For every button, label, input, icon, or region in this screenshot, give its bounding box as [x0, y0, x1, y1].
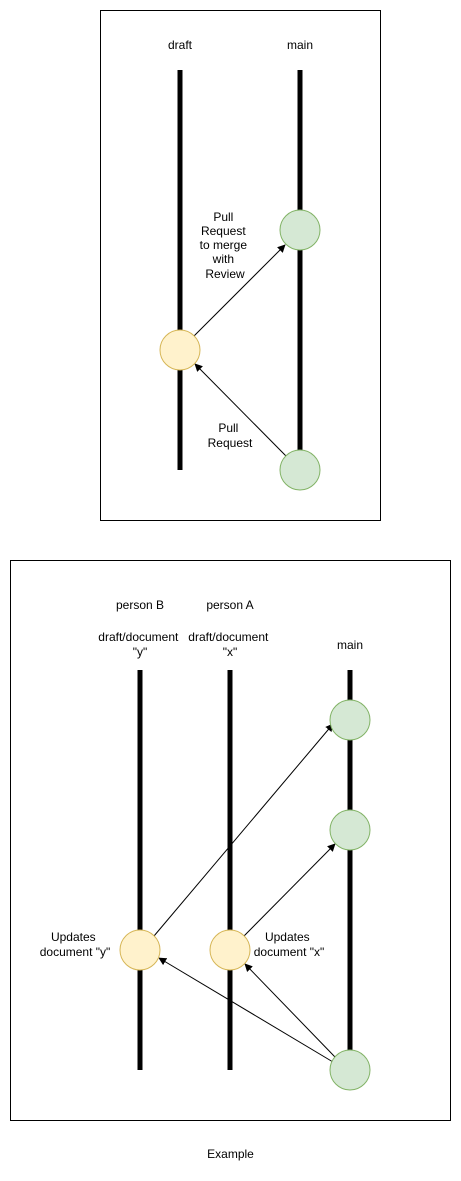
commit-document-x: [209, 929, 251, 971]
branch-label-main-2: main: [337, 638, 363, 652]
commit-main-2-bottom: [329, 1049, 371, 1091]
person-b-label: person B: [116, 598, 164, 612]
commit-draft: [159, 329, 201, 371]
pull-request-arrow-to-main: [193, 244, 286, 337]
label-updates-document-x: Updates document "x": [254, 930, 325, 959]
label-updates-document-y: Updates document "y": [40, 930, 111, 959]
branch-label-draft: draft: [168, 38, 193, 52]
commit-main-2-middle: [329, 809, 371, 851]
arrow-main-to-y: [158, 957, 334, 1063]
diagram-2-frame: [10, 560, 451, 1121]
branch-label-document-y: draft/document "y": [98, 630, 181, 659]
person-a-label: person A: [206, 598, 253, 612]
diagram-1: draft main Pull Request to merge with Re…: [100, 10, 381, 521]
commit-main-top: [279, 209, 321, 251]
diagram-1-frame: [100, 10, 381, 521]
arrow-x-to-main-middle: [243, 843, 336, 937]
commit-main-bottom: [279, 449, 321, 491]
arrow-main-to-x: [244, 963, 336, 1058]
diagram-2: person B person A draft/document "y" dra…: [10, 560, 451, 1121]
branch-label-main: main: [287, 38, 313, 52]
label-pull-request-to-merge: Pull Request to merge with Review: [200, 210, 251, 281]
arrow-y-to-main-top: [153, 723, 334, 937]
caption: Example: [207, 1147, 254, 1161]
commit-main-2-top: [329, 699, 371, 741]
label-pull-request: Pull Request: [208, 421, 253, 450]
pull-request-arrow-to-draft: [194, 363, 287, 457]
branch-label-document-x: draft/document "x": [188, 630, 271, 659]
commit-document-y: [119, 929, 161, 971]
